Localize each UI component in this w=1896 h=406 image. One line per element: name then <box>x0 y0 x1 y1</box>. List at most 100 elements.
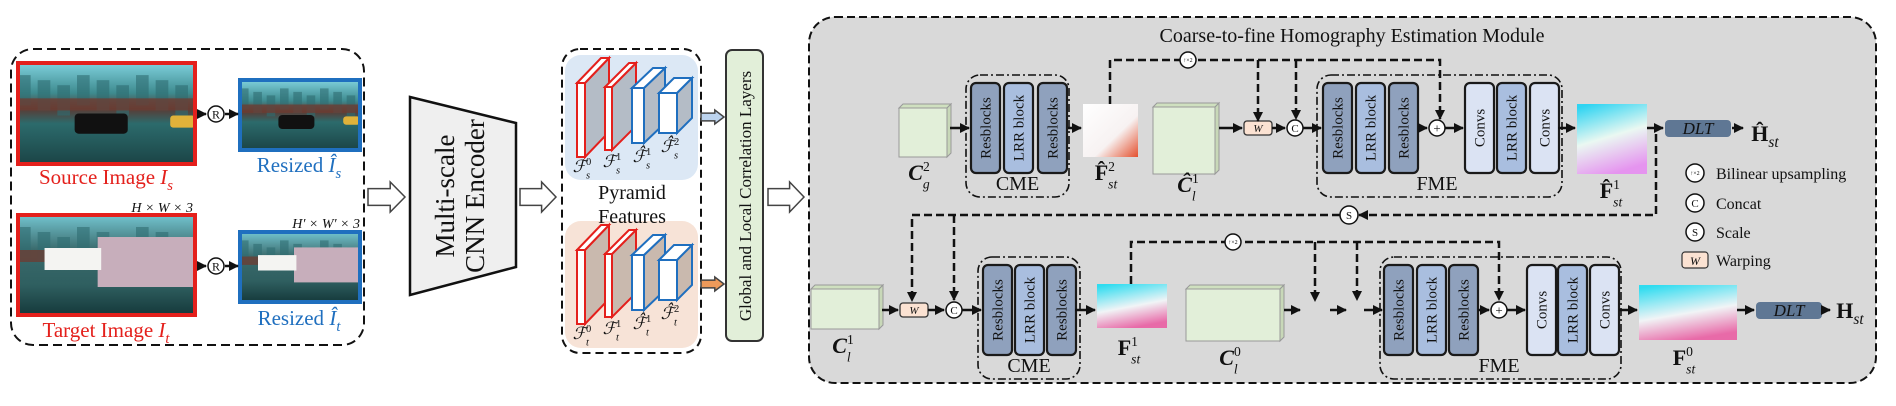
local-correlation-volume-1-side <box>1214 101 1220 176</box>
building-shape <box>280 88 289 110</box>
coarse-cme-block-0-label: Resblocks <box>979 97 995 159</box>
resized-target-label-part: Resized <box>258 306 330 330</box>
fine-flow-image <box>1097 284 1167 328</box>
building-shape <box>77 75 90 106</box>
fine-cme-block-2-label: Resblocks <box>1055 279 1071 341</box>
module-title: Coarse-to-fine Homography Estimation Mod… <box>1160 25 1545 47</box>
correlation-layers <box>725 49 764 342</box>
input-panel <box>10 48 365 346</box>
local-correlation-volume-0-top <box>1184 284 1286 290</box>
coarse-flow-label-part: st <box>1108 176 1118 191</box>
fine-fme-block-4 <box>1556 263 1589 357</box>
fine-upsample-path <box>1129 240 1504 301</box>
target-feature-level-1 <box>604 253 613 318</box>
source-image-border <box>16 61 197 166</box>
fine-cme-box <box>977 256 1081 380</box>
global-correlation-volume-top <box>897 103 953 109</box>
truck-cab-shape <box>258 255 297 271</box>
full-size-label: H × W × 3 <box>130 201 193 216</box>
building-shape <box>320 88 329 110</box>
target-image-label: Target Image It <box>42 318 170 347</box>
fine-fme-block-0 <box>1382 263 1415 357</box>
coarse-cme-block-1-label: LRR block <box>1012 94 1028 161</box>
coarse-cme-block-1 <box>1002 81 1035 175</box>
resize-op-source <box>207 105 225 123</box>
refined-coarse-flow-label-part: F̂ <box>1600 178 1613 203</box>
source-feature-level-2 <box>631 87 645 144</box>
local-correlation-label-1-part: 1 <box>1192 171 1199 186</box>
local-correlation-label-0-part: C <box>1219 345 1234 370</box>
building-shape <box>240 88 249 110</box>
upsample-icon <box>1685 163 1705 183</box>
building-shape <box>18 227 31 257</box>
station-facade <box>240 104 360 113</box>
refined-fine-flow-image <box>1639 285 1737 340</box>
resize-op-target-label: R <box>212 259 220 273</box>
coarse-cme-label: CME <box>996 173 1039 195</box>
source-feature-label-3-part: s <box>674 150 678 161</box>
resized-source-label-part: Î <box>328 153 338 177</box>
target-feature-label-2-part: ℱ̂ <box>633 312 650 333</box>
upsample-icon-label: ↑×2 <box>1690 171 1699 177</box>
local-correlation-volume-0 <box>1185 288 1281 342</box>
source-image-label-part: I <box>159 165 168 189</box>
source-feature-label-1-part: ℱ <box>603 152 620 171</box>
fine-cme-block-1 <box>1013 263 1046 357</box>
fine-flow-label-part: F <box>1118 335 1131 360</box>
source-feature-label-0-part: s <box>586 170 590 181</box>
resized-target-image-border <box>238 230 362 304</box>
local-correlation-label-1-part: l <box>1192 188 1196 203</box>
target-feature-label-3-part: 2 <box>674 304 679 315</box>
target-image-label-part: Target Image <box>42 318 158 342</box>
local-correlation-label-fine-1-part: C <box>832 333 847 358</box>
building-shape <box>240 240 249 262</box>
local-correlation-volume-1-top <box>1151 102 1221 108</box>
building-shape <box>280 240 289 262</box>
target-feature-level-2 <box>631 254 645 311</box>
correlation-layers-label: Global and Local Correlation Layers <box>736 71 755 321</box>
coarse-fme-block-0 <box>1321 81 1354 175</box>
coarse-upsample-op <box>1179 51 1197 69</box>
encoder-label-line2: CNN Encoder <box>460 119 490 273</box>
coarse-upsample-path <box>1108 58 1445 120</box>
resized-target-label-part: t <box>336 319 341 335</box>
truck-cab-shape <box>44 248 102 270</box>
fine-dlt-box <box>1756 302 1822 319</box>
target-feature-label-3-part: ℱ̂ <box>661 302 678 323</box>
coarse-fme-block-3 <box>1463 81 1496 175</box>
fine-homography-label-part: H <box>1836 298 1853 323</box>
coarse-flow-label-part: 2 <box>1108 159 1115 174</box>
pyramid-label-line1: Pyramid <box>598 182 666 204</box>
global-correlation-volume-side <box>946 102 952 159</box>
resized-target-label: Resized Ît <box>258 306 342 335</box>
target-feature-label-3-part: t <box>674 317 678 328</box>
global-correlation-volume <box>898 107 948 158</box>
concat-icon-label: C <box>1691 198 1698 210</box>
fine-fme-block-2-label: Resblocks <box>1457 279 1473 341</box>
target-feature-label-1-part: ℱ <box>603 319 620 338</box>
taxi-shape <box>170 115 195 128</box>
pyramid-label-line2: Features <box>598 206 666 228</box>
car-shape <box>74 113 128 134</box>
target-feature-label-0-part: 0 <box>586 324 591 335</box>
refined-fine-flow-label-part: st <box>1686 361 1696 376</box>
resized-target-image <box>238 230 362 304</box>
coarse-cme-block-0 <box>969 81 1002 175</box>
scale-to-warp <box>907 213 1340 302</box>
refined-coarse-flow-image <box>1577 104 1647 174</box>
refined-coarse-flow-label-part: st <box>1613 194 1623 209</box>
fine-concat-op-label: C <box>950 305 957 317</box>
fine-homography-label: Hst <box>1836 298 1864 328</box>
source-feature-arrow <box>700 108 726 126</box>
source-feature-level-0 <box>576 82 586 158</box>
target-feature-label-1-part: t <box>616 332 620 343</box>
target-image <box>16 213 197 317</box>
fine-dlt-label: DLT <box>1773 301 1806 320</box>
fine-fme-block-5-label: Convs <box>1598 291 1614 330</box>
local-correlation-volume-1-fine-side <box>878 283 884 331</box>
